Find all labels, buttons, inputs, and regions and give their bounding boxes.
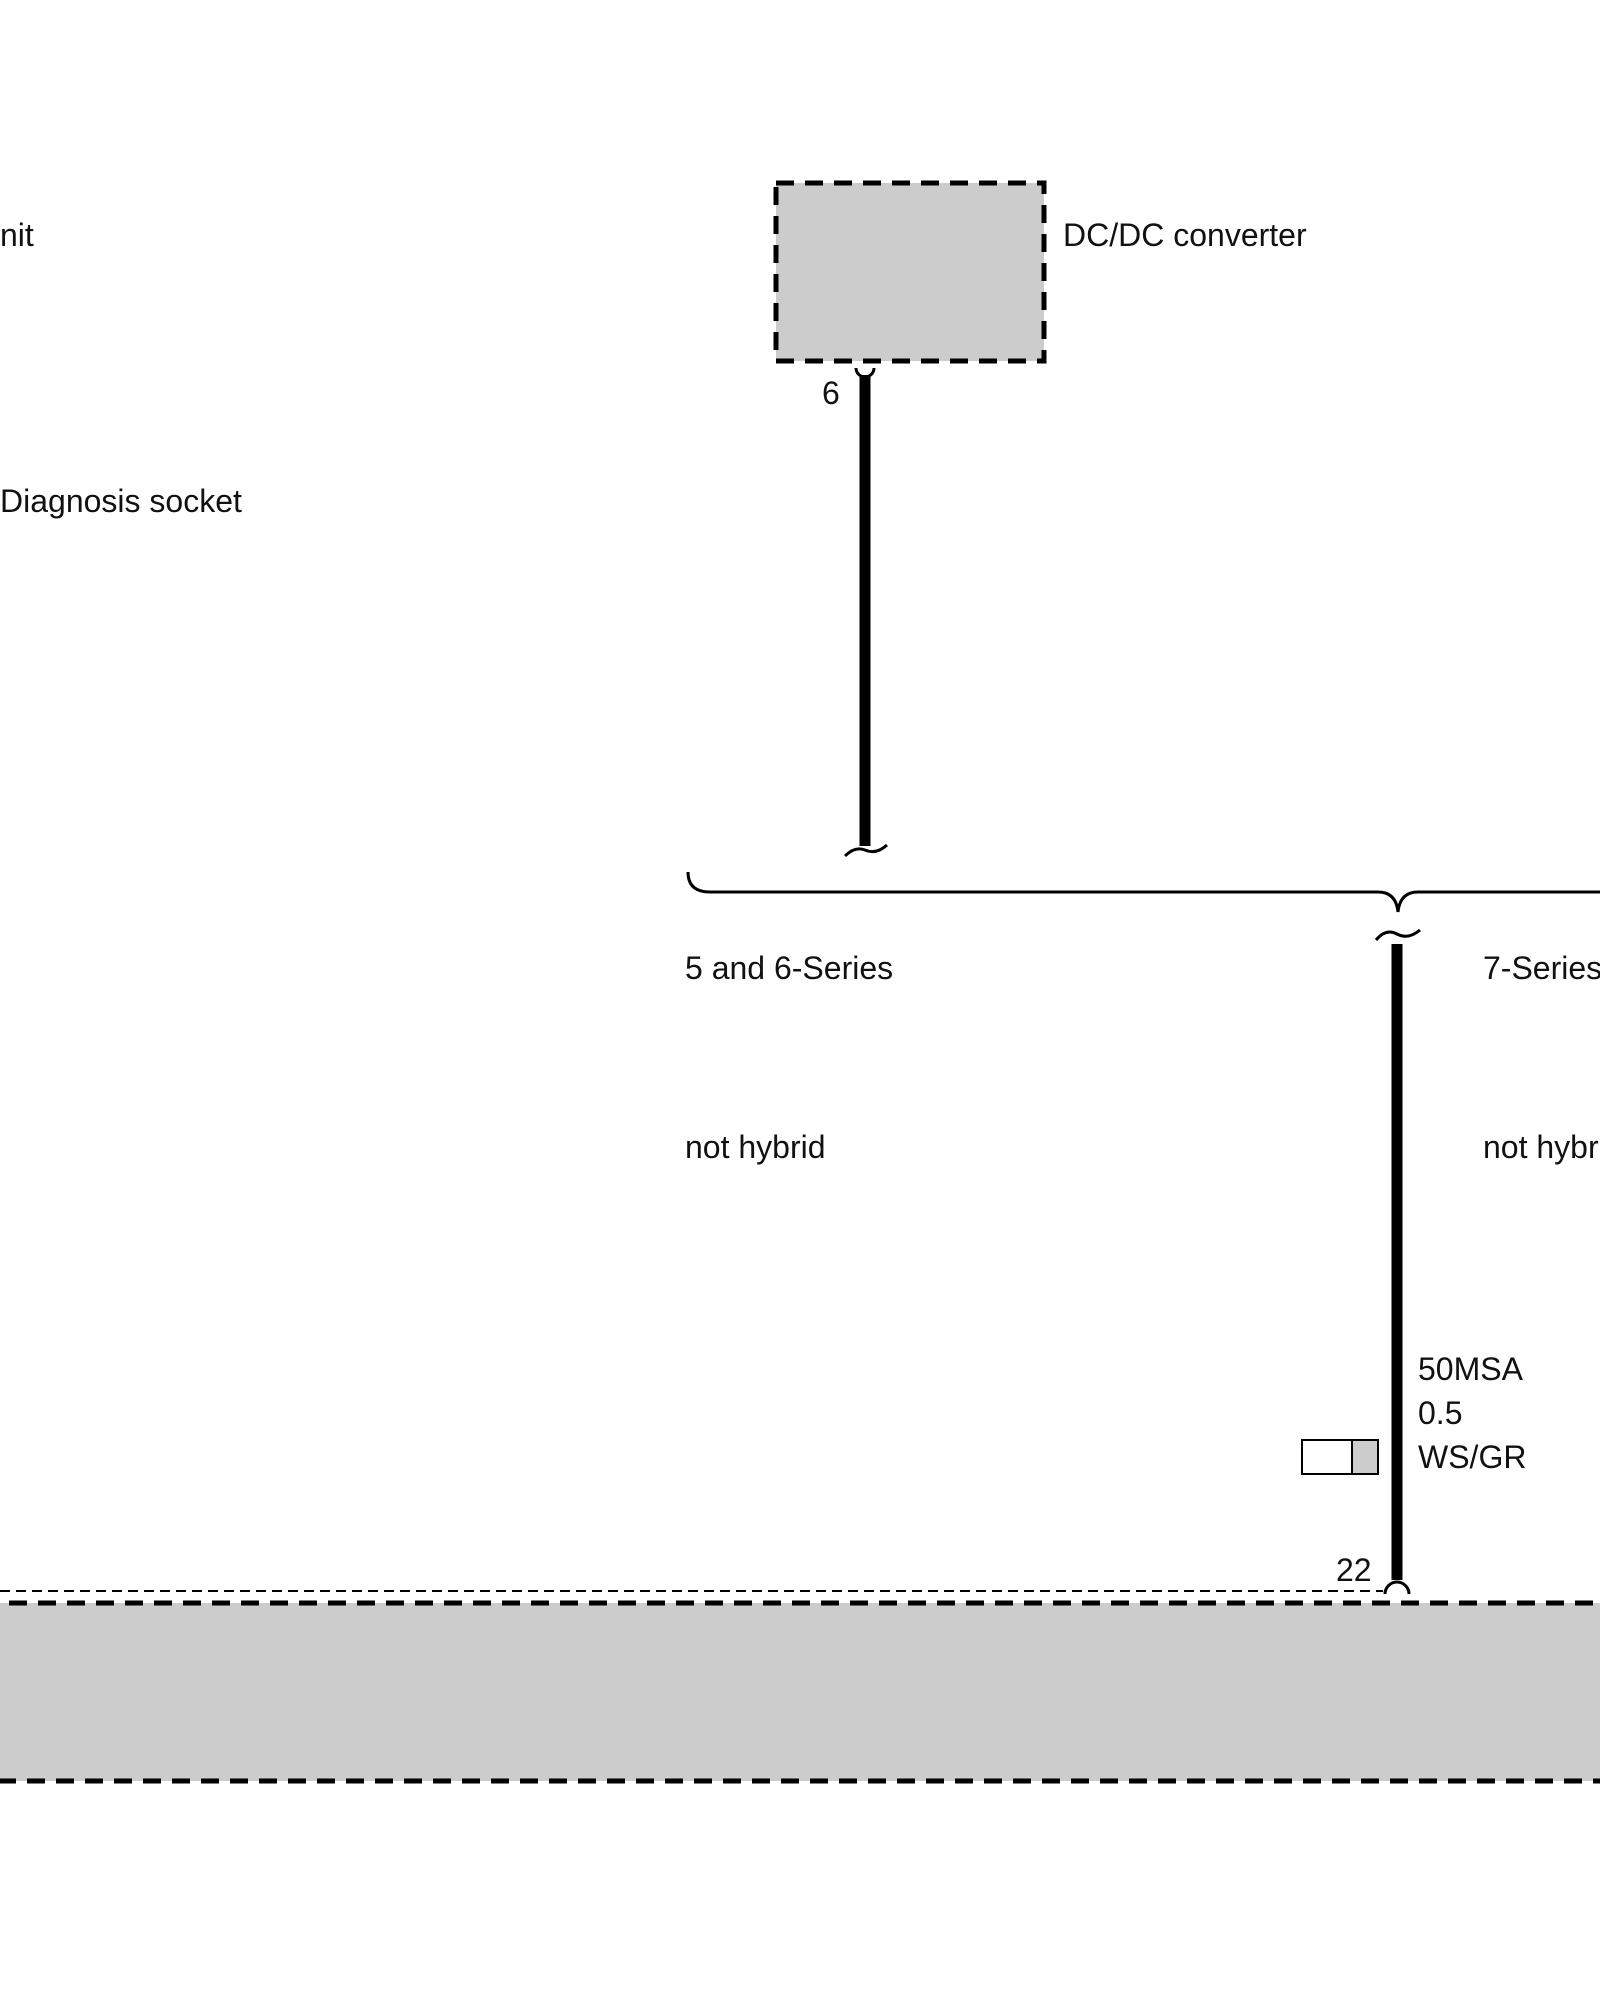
wire-break-lower	[1374, 928, 1421, 941]
diagnosis-socket-label: Diagnosis socket	[0, 483, 242, 519]
branch-5-6-series-label: 5 and 6-Series	[685, 950, 893, 986]
module-box[interactable]	[0, 1600, 1600, 1784]
dcdc-converter-label: DC/DC converter	[1063, 217, 1307, 253]
wire-color-swatch-grey	[1351, 1439, 1379, 1475]
dcdc-converter-box[interactable]	[773, 180, 1047, 364]
wire-signal-label: 50MSA	[1418, 1351, 1524, 1387]
wire-color-swatch-white	[1301, 1439, 1353, 1475]
wire-cross-section-label: 0.5	[1418, 1395, 1462, 1431]
branch-7-series-label: 7-Series	[1483, 950, 1600, 986]
wire-color-label: WS/GR	[1418, 1439, 1526, 1475]
branch-brace	[686, 871, 1600, 913]
branch-5-6-condition-label: not hybrid	[685, 1129, 826, 1165]
branch-7-condition-label: not hybrid	[1483, 1129, 1600, 1165]
pin-connector-22	[1383, 1580, 1411, 1595]
pin-6-label: 6	[822, 375, 840, 411]
control-unit-label: nit	[0, 217, 34, 253]
pin-22-label: 22	[1336, 1552, 1372, 1588]
wire-break-upper	[843, 843, 889, 858]
